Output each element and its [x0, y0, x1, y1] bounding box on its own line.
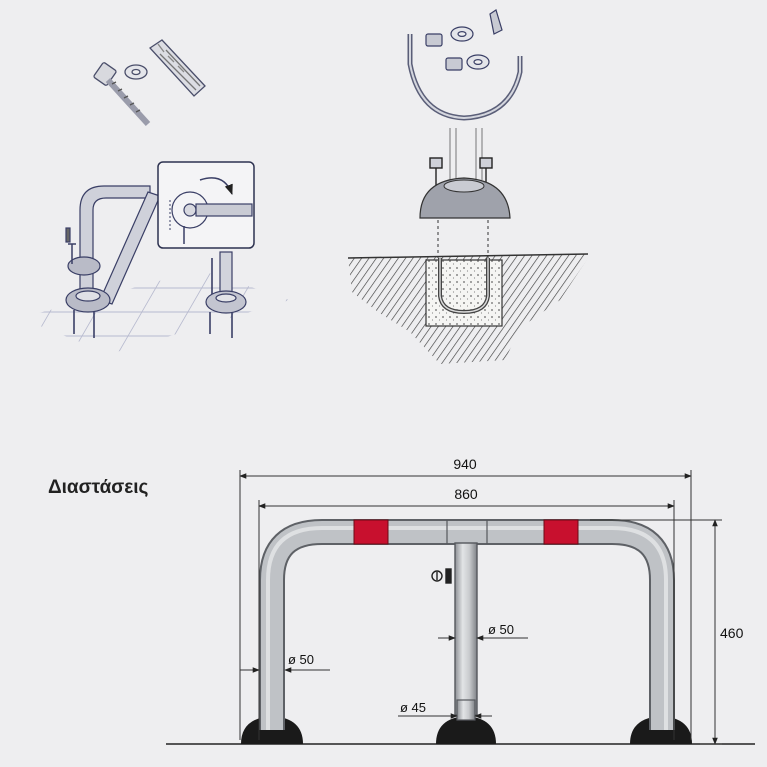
dome-base: [419, 177, 511, 219]
u-bolt-icon: [407, 34, 523, 121]
dim-inner-width: 860: [454, 486, 478, 502]
wall-plug-icon: [149, 39, 206, 97]
nut-icon: [425, 9, 503, 71]
guide-lines: [449, 128, 483, 180]
dim-tube-diameter: ø 50: [288, 652, 314, 667]
section-title: Διαστάσεις: [48, 477, 149, 498]
barrier-dimension-drawing: 940 860 460 ø 50 ø 50 ø 45: [166, 456, 755, 745]
anchor-bolts: [73, 258, 233, 338]
reflector-right: [543, 519, 579, 545]
anchor-bolt-icon: [93, 62, 151, 127]
concrete-fill: [426, 260, 502, 326]
insert-guides: [437, 220, 489, 258]
hardware-kit-right: [407, 9, 523, 121]
right-foot: [205, 251, 247, 314]
arch-tube: [261, 521, 673, 730]
dim-post-base-diameter: ø 45: [400, 700, 426, 715]
tube-joints: [446, 520, 488, 544]
dome-cap: [443, 179, 485, 193]
concrete-mount-sketch: [347, 128, 589, 364]
center-post-base: [456, 699, 476, 721]
reflector-left: [353, 519, 389, 545]
lock-icon: [431, 568, 452, 584]
center-post: [454, 542, 478, 716]
dim-overall-width: 940: [453, 456, 477, 472]
foot-center: [436, 716, 496, 744]
dimension-lines: [239, 470, 722, 745]
washer-icon: [450, 26, 490, 70]
ground-line: [347, 253, 589, 259]
paving-surface: [20, 270, 290, 354]
hardware-kit-left: [93, 39, 206, 127]
washer-icon: [124, 64, 148, 80]
folded-barrier: [65, 185, 161, 313]
lock-detail-box: [157, 161, 255, 249]
dim-height: 460: [720, 625, 744, 641]
surface-mount-sketch: [20, 161, 290, 354]
dim-post-diameter: ø 50: [488, 622, 514, 637]
reflector-strips: [353, 519, 579, 545]
